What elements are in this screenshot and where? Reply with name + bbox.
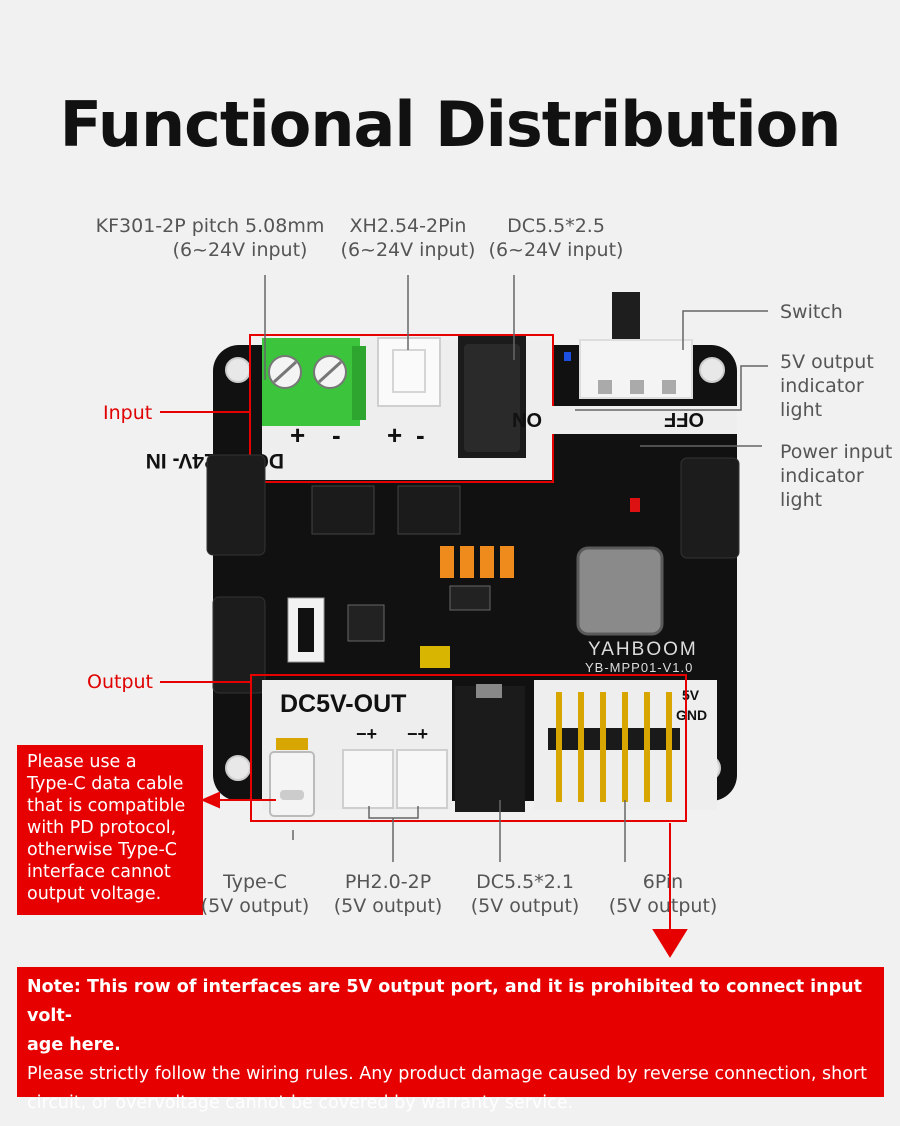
- output-frame: [250, 674, 687, 822]
- chip-icon: [449, 585, 491, 611]
- type-c-port-icon: [269, 738, 315, 817]
- label-dc55-in-name: DC5.5*2.5: [507, 215, 605, 237]
- xh-connector-icon: [377, 337, 441, 407]
- chip-icon: [347, 604, 385, 642]
- note-regular-line: Please strictly follow the wiring rules.…: [27, 1064, 868, 1084]
- label-ph20: PH2.0-2P (5V output): [333, 871, 443, 917]
- label-dc55-in-spec: (6~24V input): [488, 239, 624, 261]
- ph-polarity-mark: −+: [356, 724, 377, 744]
- capacitor-left-icon: [206, 454, 266, 556]
- leader-lines: [264, 275, 768, 862]
- note-regular-line: circuit, or overvoltage cannot be covere…: [27, 1093, 574, 1113]
- diode-icon: [420, 646, 450, 668]
- note-bold-line: age here.: [27, 1035, 121, 1055]
- switch-icon: [579, 292, 693, 399]
- plus-mark: +: [387, 420, 402, 450]
- output-silk-text: DC5V-OUT: [280, 690, 406, 718]
- label-output: Output: [87, 671, 153, 693]
- on-text: ON: [512, 408, 542, 430]
- capacitor-right-icon: [680, 457, 740, 559]
- ph-connector-icon: [396, 749, 448, 809]
- label-xh254-spec: (6~24V input): [340, 239, 476, 261]
- mosfet-icon: [311, 485, 375, 535]
- label-power-led: Power input indicator light: [780, 441, 893, 511]
- ph-polarity-mark: −+: [407, 724, 428, 744]
- arrow-left-icon: [200, 791, 220, 809]
- label-kf301: KF301-2P pitch 5.08mm (6~24V input): [90, 214, 330, 262]
- label-input: Input: [103, 402, 153, 424]
- label-typec: Type-C (5V output): [200, 871, 310, 917]
- board-diagram: + - + - DC6V~24V- IN ON OFF YAHBOOM YB-M…: [146, 275, 768, 958]
- page-title: Functional Distribution: [59, 88, 842, 161]
- dc-output-jack-icon: [455, 684, 525, 812]
- off-text: OFF: [664, 408, 704, 430]
- resistor-array-icon: [440, 546, 514, 578]
- brand-text: YAHBOOM: [588, 639, 698, 660]
- mosfet-icon: [397, 485, 461, 535]
- label-switch: Switch: [780, 301, 843, 323]
- capacitor-lower-icon: [212, 596, 266, 694]
- led-5v-icon: [564, 352, 571, 361]
- model-text: YB-MPP01-V1.0: [585, 660, 693, 675]
- label-kf301-name: KF301-2P pitch 5.08mm: [95, 215, 325, 237]
- label-xh254: XH2.54-2Pin (6~24V input): [338, 214, 478, 262]
- terminal-block-icon: [262, 338, 366, 426]
- led-power-icon: [630, 498, 640, 512]
- minus-mark: -: [416, 420, 425, 450]
- pin-5v-text: 5V: [682, 687, 700, 703]
- label-5v-led: 5V output indicator light: [780, 351, 874, 421]
- dc-input-jack-icon: [458, 336, 526, 458]
- label-kf301-spec: (6~24V input): [172, 239, 308, 261]
- note-bold-line: Note: This row of interfaces are 5V outp…: [27, 977, 862, 1026]
- label-6pin: 6Pin (5V output): [608, 871, 718, 917]
- ph-connector-icon: [342, 749, 394, 809]
- label-xh254-name: XH2.54-2Pin: [349, 215, 467, 237]
- warning-note: Note: This row of interfaces are 5V outp…: [17, 967, 884, 1113]
- pin-gnd-text: GND: [676, 707, 707, 723]
- plus-mark: +: [290, 420, 305, 450]
- red-pointers: [160, 411, 688, 958]
- arrow-down-icon: [652, 929, 688, 958]
- pin-header-icon: [548, 692, 680, 802]
- inductor-icon: [576, 546, 664, 636]
- label-dc55-out: DC5.5*2.1 (5V output): [470, 871, 580, 917]
- minus-mark: -: [332, 420, 341, 450]
- typec-warning-callout: Please use a Type-C data cable that is c…: [17, 745, 203, 915]
- label-dc55-in: DC5.5*2.5 (6~24V input): [486, 214, 626, 262]
